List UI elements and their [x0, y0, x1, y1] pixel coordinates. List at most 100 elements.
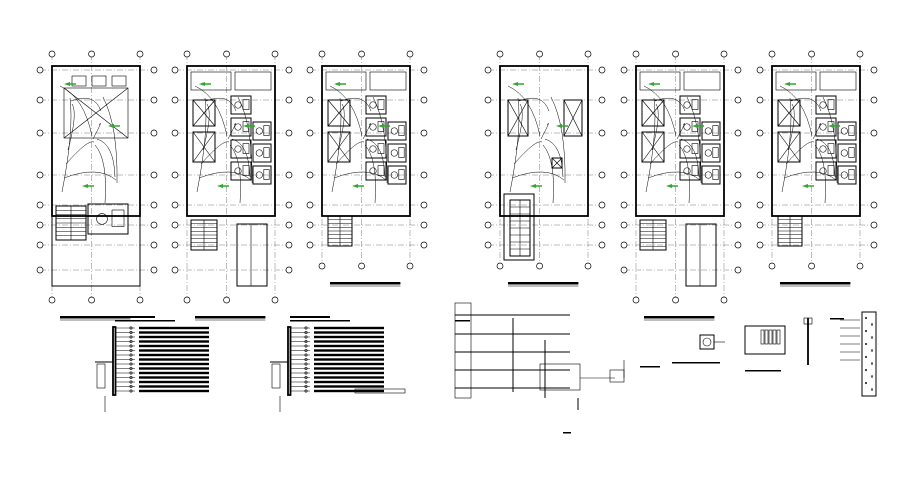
- floor-plans: [36, 50, 878, 321]
- grid-bubble-icon: [285, 66, 293, 74]
- grid-bubble-icon: [870, 129, 878, 137]
- grid-bubble-icon: [598, 221, 606, 229]
- grid-bubble-icon: [734, 129, 742, 137]
- grid-bubble-icon: [306, 241, 314, 249]
- grid-bubble-icon: [870, 221, 878, 229]
- grid-bubble-icon: [285, 201, 293, 209]
- green-arrow-icon: [828, 124, 840, 128]
- grid-bubble-icon: [318, 262, 326, 270]
- grid-bubble-icon: [856, 50, 864, 58]
- wet-room: [815, 95, 837, 115]
- wet-room: [365, 161, 387, 181]
- grid-bubble-icon: [36, 171, 44, 179]
- panel-schedule-1: [95, 316, 209, 412]
- floor-plan-4: [484, 50, 606, 287]
- floor-plan-1: [36, 50, 158, 321]
- green-arrow-icon: [378, 124, 390, 128]
- wet-room: [837, 121, 857, 141]
- grid-bubble-icon: [496, 262, 504, 270]
- grid-bubble-icon: [36, 129, 44, 137]
- floor-plan-3: [306, 50, 428, 287]
- grid-bubble-icon: [734, 266, 742, 274]
- wet-room: [679, 161, 701, 181]
- grid-bubble-icon: [620, 66, 628, 74]
- grid-bubble-icon: [150, 171, 158, 179]
- grid-bubble-icon: [620, 201, 628, 209]
- grid-bubble-icon: [88, 296, 95, 304]
- grid-bubble-icon: [420, 221, 428, 229]
- floor-plan-2: [171, 50, 293, 321]
- grid-bubble-icon: [484, 201, 492, 209]
- green-arrow-icon: [108, 124, 120, 128]
- grid-bubble-icon: [598, 129, 606, 137]
- grid-bubble-icon: [285, 266, 293, 274]
- grid-bubble-icon: [756, 129, 764, 137]
- grid-bubble-icon: [620, 221, 628, 229]
- grid-bubble-icon: [756, 171, 764, 179]
- wet-room: [252, 165, 272, 185]
- grid-bubble-icon: [306, 66, 314, 74]
- stair: [639, 219, 667, 251]
- shaft-opening: [563, 99, 583, 137]
- grid-bubble-icon: [620, 171, 628, 179]
- wet-room: [387, 165, 407, 185]
- grid-bubble-icon: [870, 171, 878, 179]
- stair: [190, 219, 218, 251]
- grid-bubble-icon: [420, 66, 428, 74]
- grounding-detail: [803, 317, 813, 365]
- stair: [777, 215, 803, 247]
- grid-bubble-icon: [223, 50, 230, 58]
- grid-bubble-icon: [150, 66, 158, 74]
- green-arrow-icon: [352, 184, 364, 188]
- wet-room: [252, 143, 272, 163]
- grid-bubble-icon: [150, 129, 158, 137]
- grid-bubble-icon: [620, 129, 628, 137]
- grid-bubble-icon: [271, 50, 279, 58]
- grid-bubble-icon: [734, 201, 742, 209]
- grid-bubble-icon: [756, 66, 764, 74]
- green-arrow-icon: [512, 82, 524, 87]
- grid-bubble-icon: [484, 241, 492, 249]
- riser-diagram: [454, 302, 660, 434]
- grid-bubble-icon: [496, 50, 504, 58]
- grid-bubble-icon: [584, 262, 592, 270]
- wet-room: [701, 165, 721, 185]
- title-bar-icon: [330, 282, 401, 285]
- grid-bubble-icon: [598, 241, 606, 249]
- shaft-opening: [327, 99, 351, 127]
- grid-bubble-icon: [420, 96, 428, 104]
- green-arrow-icon: [64, 82, 76, 87]
- grid-bubble-icon: [306, 221, 314, 229]
- title-bar-icon: [195, 316, 266, 319]
- grid-bubble-icon: [632, 50, 640, 58]
- grid-bubble-icon: [768, 50, 776, 58]
- grid-bubble-icon: [285, 221, 293, 229]
- grid-bubble-icon: [598, 96, 606, 104]
- grid-bubble-icon: [598, 201, 606, 209]
- grid-bubble-icon: [406, 50, 414, 58]
- wet-room: [252, 121, 272, 141]
- meter-detail: [672, 334, 725, 364]
- green-arrow-icon: [243, 124, 255, 128]
- grid-bubble-icon: [285, 171, 293, 179]
- grid-bubble-icon: [756, 241, 764, 249]
- wet-room: [679, 95, 701, 115]
- floor-plan-6: [756, 50, 878, 287]
- grid-bubble-icon: [484, 96, 492, 104]
- wet-room: [701, 143, 721, 163]
- grid-bubble-icon: [171, 129, 179, 137]
- grid-bubble-icon: [171, 96, 179, 104]
- grid-bubble-icon: [584, 50, 592, 58]
- grid-bubble-icon: [856, 262, 864, 270]
- grid-bubble-icon: [632, 296, 640, 304]
- green-arrow-icon: [530, 184, 542, 188]
- grid-bubble-icon: [306, 96, 314, 104]
- grid-bubble-icon: [306, 129, 314, 137]
- grid-bubble-icon: [536, 262, 543, 270]
- grid-bubble-icon: [420, 241, 428, 249]
- grid-bubble-icon: [406, 262, 414, 270]
- grid-bubble-icon: [536, 50, 543, 58]
- grid-bubble-icon: [756, 201, 764, 209]
- grid-bubble-icon: [171, 171, 179, 179]
